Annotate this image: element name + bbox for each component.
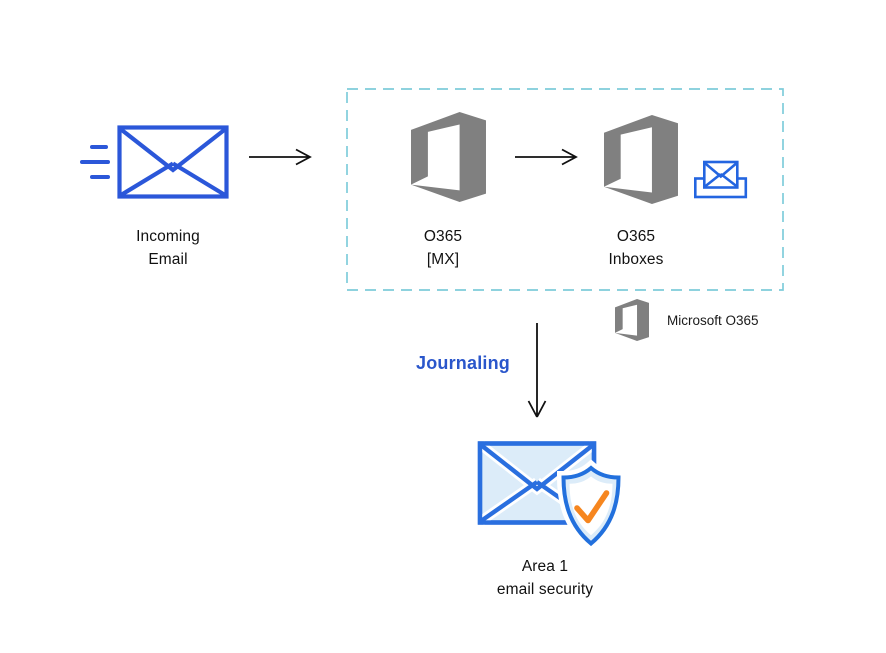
legend: Microsoft O365 bbox=[615, 299, 759, 341]
o365-mx-label-line1: O365 bbox=[423, 228, 463, 245]
inbox-envelope-icon bbox=[693, 160, 748, 199]
incoming-email-icon bbox=[117, 125, 229, 199]
o365-mx-label: O365 [MX] bbox=[373, 226, 513, 271]
o365-inboxes-label-line1: O365 bbox=[616, 228, 656, 245]
area1-label-line2: email security bbox=[496, 580, 594, 598]
secure-email-icon bbox=[477, 441, 626, 550]
journaling-label: Journaling bbox=[415, 353, 510, 373]
o365-inboxes-label: O365 Inboxes bbox=[566, 226, 706, 271]
incoming-email-label-line1: Incoming bbox=[136, 228, 200, 245]
office365-icon bbox=[604, 115, 678, 204]
speed-line-icon bbox=[90, 175, 110, 179]
area1-label: Area 1 email security bbox=[465, 556, 625, 601]
arrow-right-icon bbox=[515, 148, 578, 166]
incoming-email-label: Incoming Email bbox=[98, 226, 238, 271]
o365-mx-label-line2: [MX] bbox=[426, 250, 460, 268]
incoming-email-label-line2: Email bbox=[148, 250, 188, 268]
o365-inboxes-label-line2: Inboxes bbox=[608, 250, 664, 268]
o365-group-box bbox=[346, 88, 784, 291]
speed-line-icon bbox=[80, 160, 110, 164]
office365-icon bbox=[411, 112, 486, 202]
area1-label-line1: Area 1 bbox=[521, 558, 569, 575]
office365-icon bbox=[615, 299, 649, 341]
legend-label: Microsoft O365 bbox=[667, 312, 759, 328]
speed-line-icon bbox=[90, 145, 108, 149]
arrow-down-icon bbox=[527, 323, 547, 418]
arrow-right-icon bbox=[249, 148, 312, 166]
checkmark-icon bbox=[574, 490, 610, 524]
